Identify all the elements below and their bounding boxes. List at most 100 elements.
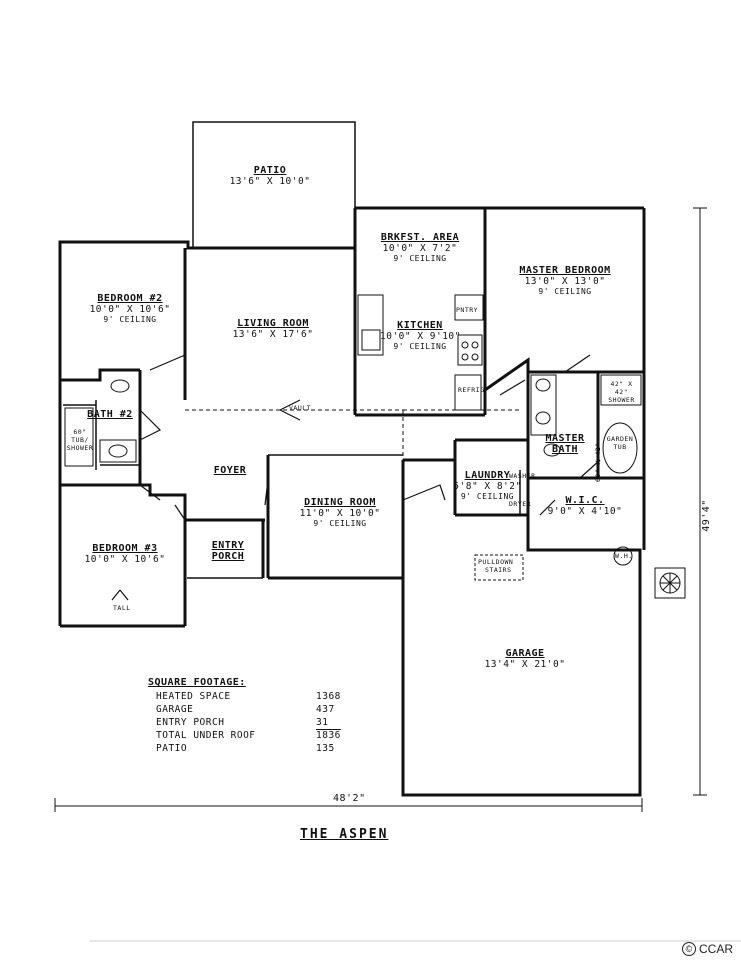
room-ceiling: 9' CEILING [393,254,447,263]
tub-shower [64,407,94,467]
sqft-label: TOTAL UNDER ROOF [156,730,256,741]
copyright-icon: © [681,942,696,956]
patio-outline [192,121,356,250]
refrig-box [454,374,482,411]
shower-label: 42" X 42" SHOWER [608,380,635,404]
room-name: LAUNDRY [464,470,511,481]
room-patio: PATIO 13'6" X 10'0" [215,165,325,187]
washer-label: WASHER [509,472,536,480]
sqft-label: PATIO [156,743,188,754]
room-dim: 13'6" X 10'0" [229,176,311,187]
room-name: BEDROOM #2 [97,293,163,304]
stairs-label: STAIRS [485,566,512,574]
pantry-box [454,294,484,321]
room-bed3: BEDROOM #3 10'0" X 10'6" [70,543,180,565]
room-bath2: BATH #2 [87,409,133,420]
room-dim: 5'8" X 8'2" [453,481,522,492]
garden-tub-label: GARDEN TUB [606,435,634,451]
room-ceiling: 9' CEILING [393,342,447,351]
room-dining: DINING ROOM 11'0" X 10'0" 9' CEILING [285,497,395,528]
walls [58,121,646,797]
room-name: PATIO [253,165,287,176]
room-name: DINING ROOM [304,497,376,508]
sqft-value: 135 [316,743,335,754]
ccar-watermark: © CCAR [681,942,733,956]
sqft-value: 31 [316,717,329,728]
room-dim: 13'0" X 13'0" [524,276,606,287]
room-brkfst: BRKFST. AREA 10'0" X 7'2" 9' CEILING [365,232,475,263]
vanity-icon [99,439,137,463]
room-bed2: BEDROOM #2 10'0" X 10'6" 9' CEILING [75,293,185,324]
sink-icon [361,329,381,351]
dryer-label: DRYER [509,500,532,508]
room-garage: GARAGE 13'4" X 21'0" [470,648,580,670]
room-dim: 11'0" X 10'0" [299,508,381,519]
range-icon [457,334,483,366]
sqft-label: GARAGE [156,704,194,715]
room-dim: 10'0" X 7'2" [382,243,458,254]
sqft-row: ENTRY PORCH 31 [156,717,356,728]
openings [185,248,520,460]
room-name-2: PORCH [211,551,245,562]
refrig-label: REFRIG [458,386,485,394]
overall-width: 48'2" [330,793,369,804]
room-wic: W.I.C. 9'0" X 4'10" [540,495,630,517]
room-name: MASTER BEDROOM [519,265,611,276]
dimension-lines [54,207,741,942]
sqft-row: GARAGE 437 [156,704,356,715]
plan-title: THE ASPEN [300,827,389,842]
kitchen-counter [357,294,384,356]
room-entry: ENTRY PORCH [198,540,258,562]
toilet-icon [110,379,130,393]
master-vanity [530,374,557,436]
room-name: W.I.C. [565,495,605,506]
room-dim: 13'4" X 21'0" [484,659,566,670]
room-name: MASTER [545,433,585,444]
tub-shower-label: 60" TUB/ SHOWER [66,428,94,452]
fixtures [64,294,686,599]
garden-tub-icon [602,422,638,474]
pantry-label: PNTRY [456,306,479,314]
sqft-value: 1368 [316,691,341,702]
room-dim: 9'0" X 4'10" [547,506,623,517]
room-dim: 10'0" X 10'6" [89,304,171,315]
sqft-label: HEATED SPACE [156,691,231,702]
room-living: LIVING ROOM 13'6" X 17'6" [218,318,328,340]
water-heater-label: W.H. [615,552,633,560]
shower-box [600,374,642,406]
sqft-row: TOTAL UNDER ROOF 1836 [156,730,356,741]
room-kitchen: KITCHEN 10'0" X 9'10" 9' CEILING [380,320,460,351]
ac-unit [654,567,686,599]
sqft-row: PATIO 135 [156,743,356,754]
room-laundry: LAUNDRY 5'8" X 8'2" 9' CEILING [450,470,525,501]
room-name-2: BATH [551,444,579,455]
room-dim: 10'0" X 10'6" [84,554,166,565]
tub-size-label: 60" X 42" [594,442,602,482]
room-name: GARAGE [505,648,545,659]
room-ceiling: 9' CEILING [313,519,367,528]
room-dim: 10'0" X 9'10" [380,331,461,342]
pulldown-label: PULLDOWN [478,558,514,566]
room-foyer: FOYER [213,465,247,476]
pulldown-box [474,554,524,581]
vault-label: VAULT [289,404,312,412]
room-name: BEDROOM #3 [92,543,158,554]
vault-arrows [111,399,301,601]
water-heater-icon [613,546,633,566]
room-ceiling: 9' CEILING [103,315,157,324]
overall-depth: 49'4" [700,499,712,532]
room-dim: 13'6" X 17'6" [232,329,314,340]
sqft-value: 1836 [316,730,341,741]
sqft-value: 437 [316,704,335,715]
tall-label: TALL [113,604,131,612]
garage-outline [401,460,642,797]
sqft-row: HEATED SPACE 1368 [156,691,356,702]
wall-left-top [58,240,355,626]
room-name: ENTRY [211,540,245,551]
sqft-label: ENTRY PORCH [156,717,225,728]
door-swings [139,354,601,521]
room-ceiling: 9' CEILING [460,492,515,501]
room-master: MASTER BEDROOM 13'0" X 13'0" 9' CEILING [500,265,630,296]
master-toilet [543,443,561,457]
